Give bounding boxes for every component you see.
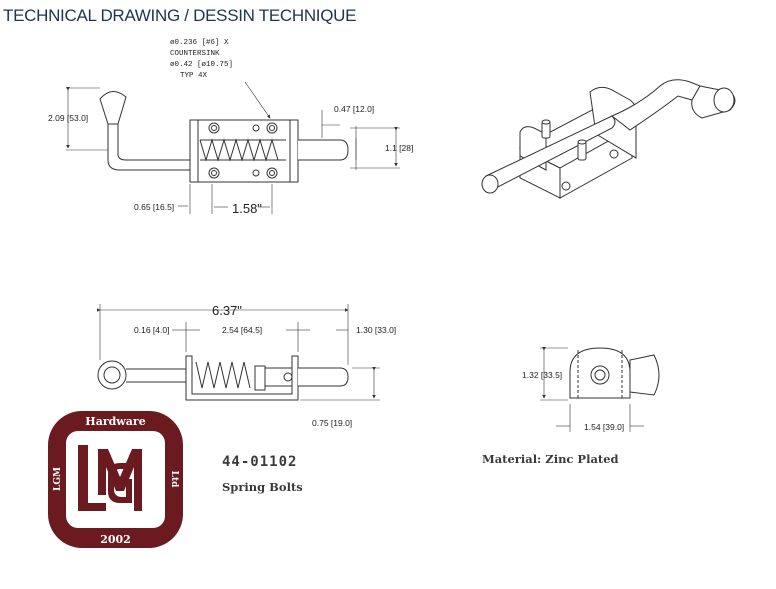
- part-name: Spring Bolts: [222, 480, 303, 494]
- mount-hole: [266, 122, 278, 134]
- end-handle: [629, 354, 660, 396]
- hole-note-line: ø0.236 [#6] X: [170, 39, 229, 47]
- iso-handle: [611, 79, 701, 131]
- hole-note-line: ø0.42 [ø10.75]: [170, 61, 233, 69]
- mount-hole: [208, 167, 220, 179]
- side-spring: [195, 361, 251, 389]
- end-view-labels: 1.32 [33.5] 1.54 [39.0]: [522, 370, 624, 432]
- bracket-body: [189, 119, 299, 183]
- hole-note-line: TYP 4X: [180, 72, 208, 80]
- isometric-view: [481, 79, 736, 199]
- page-title: TECHNICAL DRAWING / DESSIN TECHNIQUE: [3, 6, 357, 25]
- bolt-pin: [298, 139, 349, 161]
- logo-left-text: LGM: [53, 467, 63, 491]
- hole-note-line: COUNTERSINK: [170, 50, 220, 58]
- logo-bottom-text: 2002: [100, 533, 131, 546]
- part-number: 44-01102: [222, 454, 298, 470]
- dim-side-height: 0.75 [19.0]: [312, 418, 352, 428]
- dim-overall: 6.37": [212, 303, 242, 318]
- side-pin: [298, 367, 349, 387]
- dim-hole-spacing: 1.58": [232, 201, 262, 216]
- mount-hole: [266, 167, 278, 179]
- dim-height: 2.09 [53.0]: [48, 113, 88, 123]
- dim-end-height: 1.32 [33.5]: [522, 370, 562, 380]
- logo-monogram: [78, 445, 142, 511]
- side-view: [97, 304, 380, 401]
- logo-right-text: Ltd: [169, 471, 179, 488]
- dim-pin-dia: 0.47 [12.0]: [334, 104, 374, 114]
- mount-hole: [208, 122, 220, 134]
- top-view-labels: ø0.236 [#6] X COUNTERSINK ø0.42 [ø10.75]…: [48, 39, 413, 216]
- side-bracket: [185, 355, 299, 401]
- dim-pin: 1.30 [33.0]: [356, 325, 396, 335]
- handle-end: [97, 360, 127, 390]
- spring: [199, 138, 279, 162]
- side-view-labels: 6.37" 0.16 [4.0] 2.54 [64.5] 1.30 [33.0]…: [134, 303, 396, 428]
- material-note: Material: Zinc Plated: [482, 452, 619, 466]
- handle-rod: [107, 124, 190, 171]
- dim-body-height: 1.1 [28]: [385, 143, 413, 153]
- dim-left: 0.16 [4.0]: [134, 325, 169, 335]
- logo-top-text: Hardware: [85, 415, 145, 428]
- end-view: [540, 347, 660, 432]
- company-logo: Hardware 2002 LGM Ltd: [48, 411, 183, 548]
- top-view: [66, 81, 400, 214]
- dim-body: 2.54 [64.5]: [222, 325, 262, 335]
- dim-offset: 0.65 [16.5]: [134, 202, 174, 212]
- dim-end-width: 1.54 [39.0]: [584, 422, 624, 432]
- handle-knob: [99, 91, 127, 125]
